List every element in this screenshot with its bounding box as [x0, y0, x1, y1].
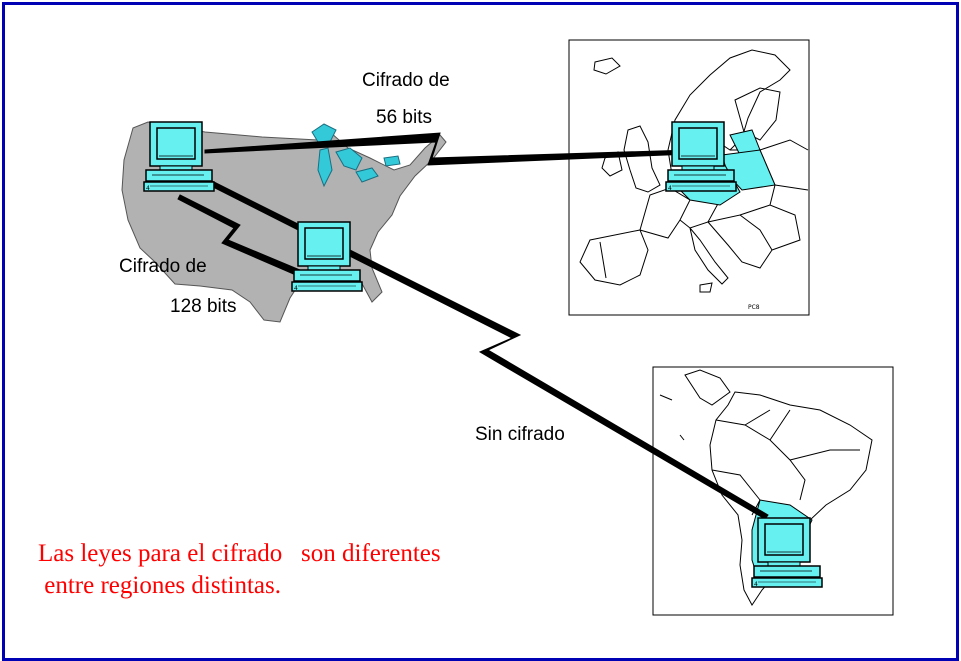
svg-text:PC8: PC8 — [748, 304, 760, 311]
great-lakes — [311, 123, 401, 188]
caption-line1: Las leyes para el cifrado son diferentes — [38, 540, 441, 567]
label-southamerica: Sin cifrado — [475, 424, 565, 445]
caption-line2: entre regiones distintas. — [38, 572, 281, 599]
label-europe-line2: 56 bits — [376, 107, 432, 128]
label-domestic-line2: 128 bits — [170, 296, 237, 317]
label-europe-line1: Cifrado de — [362, 70, 450, 91]
label-domestic-line1: Cifrado de — [119, 256, 207, 277]
